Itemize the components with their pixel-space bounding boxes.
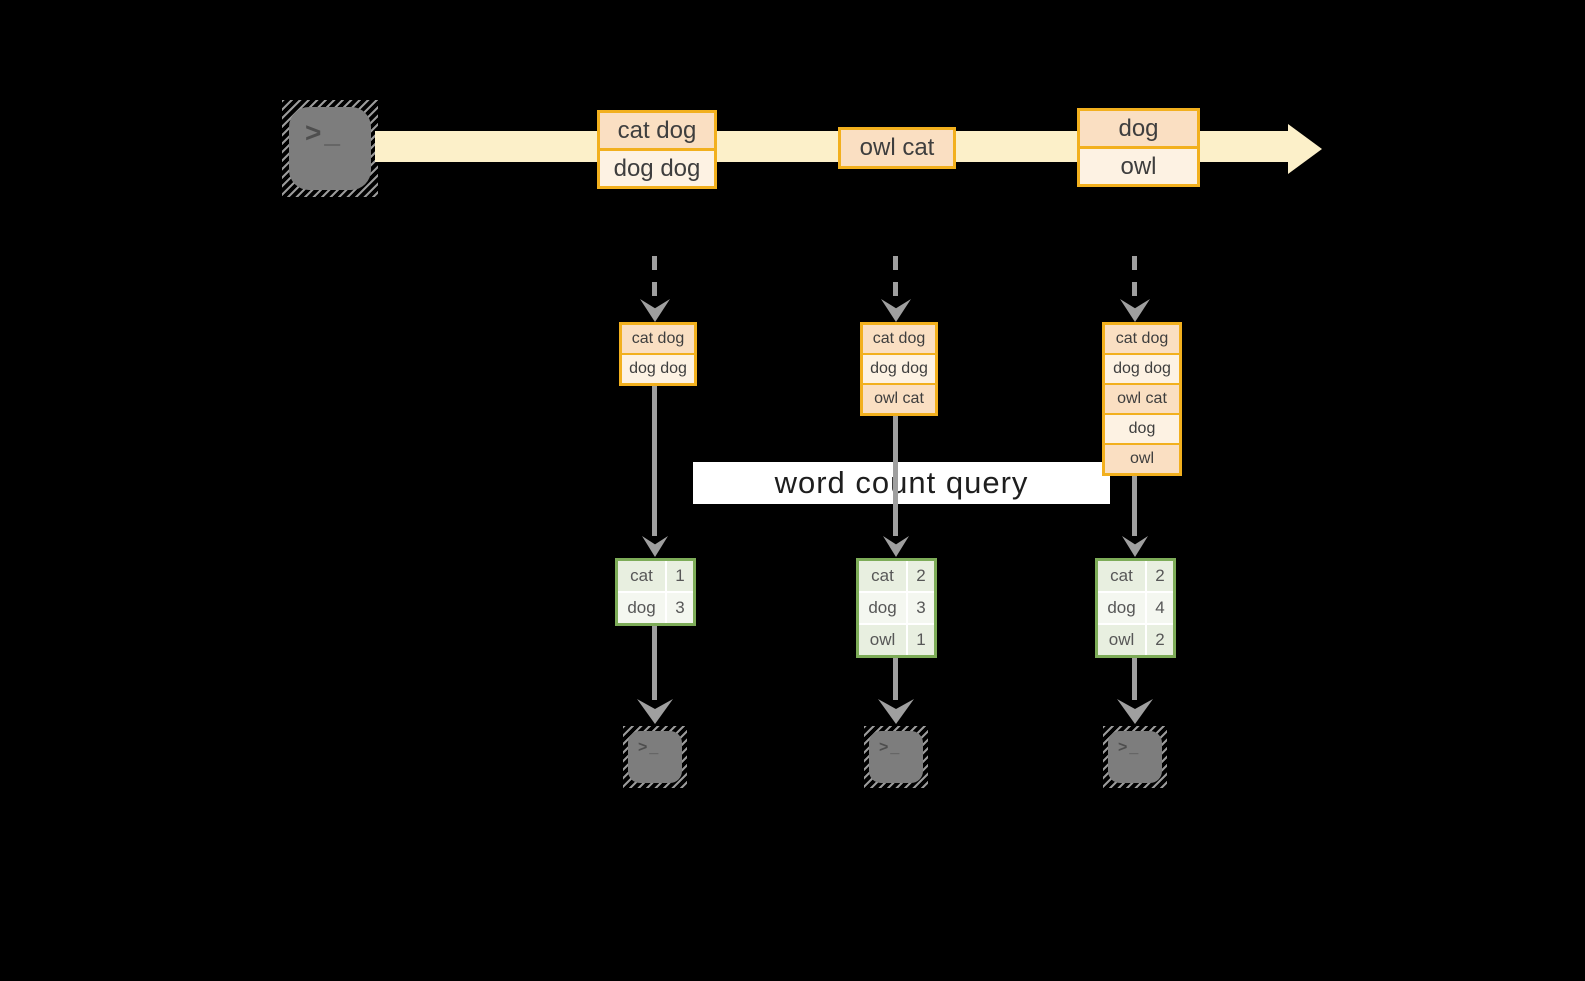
- count-value-cell: 1: [667, 561, 693, 591]
- terminal-prompt-glyph: >_: [879, 739, 902, 756]
- count-table-3: cat 2 dog 4 owl 2: [1095, 558, 1176, 658]
- count-table-1: cat 1 dog 3: [615, 558, 696, 626]
- dashed-arrow-line: [652, 256, 657, 300]
- count-value-cell: 4: [1147, 593, 1173, 623]
- terminal-screen: >_: [289, 107, 371, 190]
- stream-record: owl cat: [841, 130, 953, 166]
- query-label: word count query: [774, 465, 1029, 500]
- count-word-cell: cat: [859, 561, 906, 591]
- count-word-cell: dog: [618, 593, 665, 623]
- terminal-screen: >_: [1108, 731, 1162, 783]
- query-label-band: word count query: [693, 462, 1110, 504]
- state-box-2: cat dog dog dog owl cat: [860, 322, 938, 416]
- arrow-head-icon: [640, 299, 670, 322]
- state-record: cat dog: [622, 325, 694, 353]
- arrow-head-icon: [1122, 536, 1148, 557]
- state-record: owl: [1105, 445, 1179, 473]
- stream-arrow-head-icon: [1288, 124, 1322, 174]
- arrow-head-icon: [1117, 699, 1153, 724]
- count-word-cell: owl: [1098, 625, 1145, 655]
- count-value-cell: 2: [1147, 561, 1173, 591]
- count-value-cell: 1: [908, 625, 934, 655]
- state-record: cat dog: [1105, 325, 1179, 353]
- state-box-1: cat dog dog dog: [619, 322, 697, 386]
- state-record: owl cat: [863, 385, 935, 413]
- count-word-cell: cat: [1098, 561, 1145, 591]
- state-record: owl cat: [1105, 385, 1179, 413]
- count-value-cell: 3: [908, 593, 934, 623]
- arrow-line: [893, 416, 898, 536]
- arrow-line: [652, 626, 657, 700]
- terminal-prompt-glyph: >_: [638, 739, 661, 756]
- state-box-3: cat dog dog dog owl cat dog owl: [1102, 322, 1182, 476]
- stream-record: dog dog: [600, 151, 714, 186]
- dashed-arrow-line: [893, 256, 898, 300]
- arrow-line: [1132, 658, 1137, 700]
- terminal-prompt-glyph: >_: [1118, 739, 1141, 756]
- count-value-cell: 2: [1147, 625, 1173, 655]
- arrow-head-icon: [878, 699, 914, 724]
- stream-batch-3: dog owl: [1077, 108, 1200, 187]
- stream-record: cat dog: [600, 113, 714, 148]
- state-record: cat dog: [863, 325, 935, 353]
- count-table-2: cat 2 dog 3 owl 1: [856, 558, 937, 658]
- sink-terminal-icon: >_: [623, 726, 687, 788]
- state-record: dog dog: [622, 355, 694, 383]
- arrow-head-icon: [1120, 299, 1150, 322]
- count-value-cell: 2: [908, 561, 934, 591]
- state-record: dog: [1105, 415, 1179, 443]
- sink-terminal-icon: >_: [1103, 726, 1167, 788]
- count-word-cell: cat: [618, 561, 665, 591]
- state-record: dog dog: [1105, 355, 1179, 383]
- terminal-screen: >_: [628, 731, 682, 783]
- arrow-line: [1132, 476, 1137, 536]
- terminal-screen: >_: [869, 731, 923, 783]
- stream-batch-2: owl cat: [838, 127, 956, 169]
- sink-terminal-icon: >_: [864, 726, 928, 788]
- stream-record: owl: [1080, 149, 1197, 184]
- dashed-arrow-line: [1132, 256, 1137, 300]
- stream-batch-1: cat dog dog dog: [597, 110, 717, 189]
- count-value-cell: 3: [667, 593, 693, 623]
- arrow-line: [652, 386, 657, 536]
- arrow-head-icon: [642, 536, 668, 557]
- arrow-line: [893, 658, 898, 700]
- arrow-head-icon: [637, 699, 673, 724]
- arrow-head-icon: [883, 536, 909, 557]
- count-word-cell: dog: [859, 593, 906, 623]
- arrow-head-icon: [881, 299, 911, 322]
- terminal-prompt-glyph: >_: [305, 117, 343, 148]
- state-record: dog dog: [863, 355, 935, 383]
- stream-record: dog: [1080, 111, 1197, 146]
- source-terminal-icon: >_: [282, 100, 378, 197]
- count-word-cell: owl: [859, 625, 906, 655]
- count-word-cell: dog: [1098, 593, 1145, 623]
